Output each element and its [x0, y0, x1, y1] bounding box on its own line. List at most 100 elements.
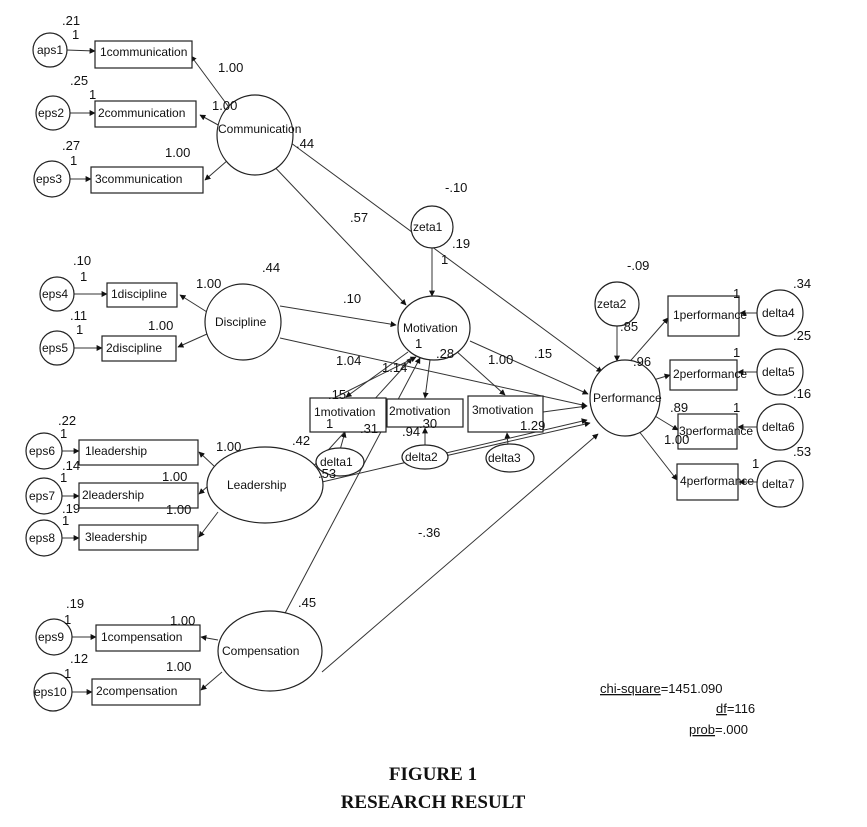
stat-prob-value: =.000	[715, 722, 748, 737]
edge-disc-d2	[177, 333, 208, 348]
edge-disc-d1	[179, 294, 208, 313]
stat-df: df=116	[716, 701, 755, 716]
stat-prob: prob=.000	[689, 722, 748, 737]
estimate-path-comm-mot: .57	[350, 210, 368, 225]
edge-mot-m2	[422, 359, 431, 399]
estimate-v-eps7: .14	[62, 458, 80, 473]
estimate-one-delta1: 1	[326, 416, 333, 431]
estimate-r2-performance: .85	[620, 319, 638, 334]
error-delta3-label: delta3	[488, 451, 521, 465]
error-terms: aps1 eps2 eps3 eps4 eps5 eps6 eps7 eps8 …	[25, 32, 804, 712]
path-comp-perf	[321, 433, 599, 673]
stat-df-key: df	[716, 701, 727, 716]
indicator-1performance-label: 1performance	[673, 308, 747, 322]
error-eps9-label: eps9	[38, 630, 64, 644]
estimate-path-disc-perf: 1.04	[336, 353, 361, 368]
indicator-2discipline-label: 2discipline	[106, 341, 162, 355]
indicator-2discipline	[101, 335, 177, 362]
error-eps1-label: aps1	[37, 43, 63, 57]
latent-leadership	[206, 446, 324, 524]
estimate-v-eps6: .22	[58, 413, 76, 428]
estimate-m-delta1: .31	[360, 421, 378, 436]
error-eps3-label: eps3	[36, 172, 62, 186]
error-zeta1-label: zeta1	[413, 220, 443, 234]
indicator-2motivation-label: 2motivation	[389, 404, 450, 418]
indicator-3motivation-label: 3motivation	[472, 403, 533, 417]
indicator-1communication-label: 1communication	[100, 45, 187, 59]
error-eps5	[39, 330, 75, 366]
estimate-one-delta7: 1	[752, 456, 759, 471]
estimate-r2-motivation: .19	[452, 236, 470, 251]
error-delta2	[401, 444, 449, 470]
estimate-v-delta5: .25	[793, 328, 811, 343]
estimate-path-comp-mot: .45	[298, 595, 316, 610]
stat-df-value: =116	[727, 701, 755, 716]
estimate-v-comm: .44	[296, 136, 314, 151]
estimate-one-mot: 1	[415, 336, 422, 351]
latent-compensation-label: Compensation	[222, 644, 299, 658]
estimate-one-eps10: 1	[64, 666, 71, 681]
indicators: 1communication 2communication 3communica…	[78, 40, 754, 706]
indicator-2compensation	[91, 678, 201, 706]
indicator-2motivation	[386, 398, 464, 428]
stat-chi-square: chi-square=1451.090	[600, 681, 723, 696]
indicator-2leadership-label: 2leadership	[82, 488, 144, 502]
error-zeta1	[410, 205, 454, 249]
estimate-one-delta5: 1	[733, 345, 740, 360]
estimate-one-eps1: 1	[72, 27, 79, 42]
path-disc-mot	[279, 305, 397, 328]
estimate-load-k1: 1.00	[170, 613, 195, 628]
edge-eps1	[65, 47, 96, 54]
estimate-path-lead-mot: 1.14	[382, 360, 407, 375]
latent-variables: Communication Discipline Motivation Lead…	[204, 94, 662, 692]
estimate-one-eps2: 1	[89, 87, 96, 102]
indicator-1discipline	[106, 282, 178, 308]
indicator-1performance	[667, 295, 740, 337]
estimate-path-disc-mot: .10	[343, 291, 361, 306]
indicator-2leadership	[78, 482, 199, 509]
indicator-4performance-label: 4performance	[680, 474, 754, 488]
indicator-1leadership	[78, 439, 199, 466]
estimate-path-lead-perf: .53	[318, 466, 336, 481]
path-m3-perf	[542, 403, 588, 413]
edge-comp-k2	[200, 671, 223, 691]
estimate-load-l3: 1.00	[166, 502, 191, 517]
estimate-m-delta2: .30	[419, 416, 437, 431]
figure-caption: FIGURE 1 RESEARCH RESULT	[341, 764, 526, 813]
path-m1-mot	[335, 356, 417, 398]
estimate-one-delta6: 1	[733, 400, 740, 415]
indicator-1leadership-label: 1leadership	[85, 444, 147, 458]
error-delta6	[756, 403, 804, 451]
latent-communication-label: Communication	[218, 122, 301, 136]
error-eps10	[33, 672, 73, 712]
caption-title: RESEARCH RESULT	[341, 792, 526, 813]
latent-compensation	[217, 610, 323, 692]
indicator-1compensation	[95, 624, 201, 652]
edge-comm-c3	[204, 159, 229, 181]
estimate-one-delta4: 1	[733, 286, 740, 301]
estimate-load-p3: .89	[670, 400, 688, 415]
path-delta2-perf	[444, 421, 591, 457]
estimate-load-m2: .28	[436, 346, 454, 361]
path-disc-perf	[279, 337, 588, 408]
estimate-load-m3: 1.00	[488, 352, 513, 367]
error-eps4	[39, 276, 75, 312]
estimate-load-p1: .96	[633, 354, 651, 369]
error-eps4-label: eps4	[42, 287, 68, 301]
error-eps7-label: eps7	[29, 489, 55, 503]
indicator-1motivation	[309, 397, 387, 433]
estimate-v-eps5: .11	[70, 308, 87, 323]
error-eps7	[25, 477, 63, 515]
indicator-1compensation-label: 1compensation	[101, 630, 182, 644]
estimate-v-delta6: .16	[793, 386, 811, 401]
error-delta4	[756, 289, 804, 337]
error-delta1-label: delta1	[320, 455, 353, 469]
error-delta6-label: delta6	[762, 420, 795, 434]
error-eps9	[35, 618, 73, 656]
indicator-3motivation	[467, 395, 544, 433]
edge-perf-p1	[624, 317, 669, 368]
estimate-v-eps3: .27	[62, 138, 80, 153]
path-comm-perf	[286, 139, 603, 373]
error-eps2	[35, 95, 71, 131]
error-eps10-label: eps10	[34, 685, 67, 699]
